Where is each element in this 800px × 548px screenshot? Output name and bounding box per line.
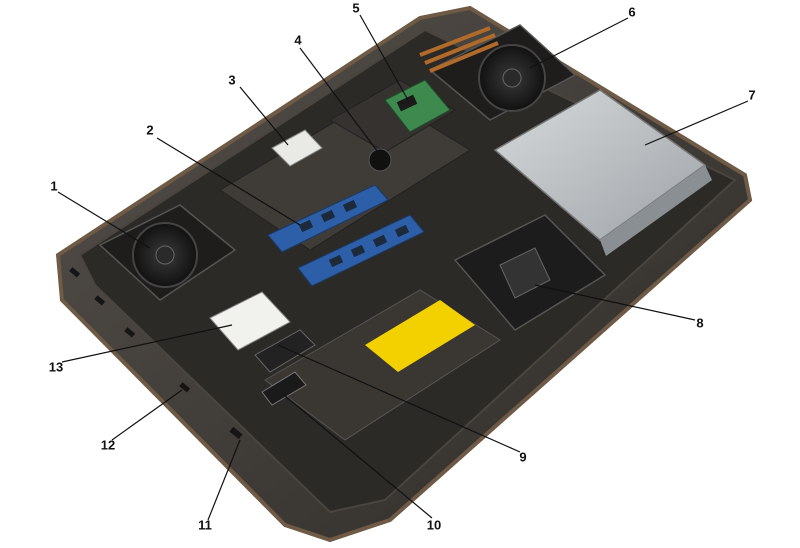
callout-number-4: 4: [294, 32, 302, 48]
callout-number-10: 10: [426, 517, 442, 533]
callout-number-6: 6: [628, 4, 636, 20]
right-fan: [428, 24, 577, 121]
callout-number-8: 8: [696, 315, 704, 331]
leader-line-13: [61, 324, 233, 363]
leader-line-4: [299, 47, 379, 153]
optical-drive: [493, 89, 712, 256]
callout-number-7: 7: [748, 87, 756, 103]
leader-line-9: [277, 344, 521, 453]
wlan-card: [271, 129, 323, 167]
callout-number-9: 9: [519, 449, 527, 465]
leader-line-5: [359, 14, 409, 101]
pcb-card: [384, 79, 451, 133]
callout-number-13: 13: [48, 359, 64, 375]
heat-pipes: [419, 26, 499, 73]
memory-modules: [267, 184, 425, 287]
side-ports: [69, 267, 243, 440]
leader-line-6: [529, 17, 629, 69]
leader-line-7: [644, 100, 749, 146]
leader-line-11: [207, 439, 241, 521]
callout-number-11: 11: [198, 517, 212, 533]
leader-line-1: [57, 191, 151, 249]
leader-line-2: [156, 137, 301, 226]
wwan-card: [209, 291, 291, 351]
latch-area: [254, 329, 316, 406]
callout-number-12: 12: [100, 437, 116, 453]
coin-cell: [368, 148, 392, 172]
leader-line-3: [239, 86, 289, 146]
callout-number-1: 1: [50, 178, 58, 194]
leader-lines: [57, 14, 749, 521]
callout-number-3: 3: [228, 72, 236, 88]
left-fan: [98, 204, 237, 301]
battery: [264, 289, 501, 441]
leader-line-10: [283, 394, 433, 519]
leader-line-12: [111, 389, 183, 441]
leader-line-8: [534, 284, 696, 321]
callout-number-2: 2: [146, 122, 154, 138]
callout-number-5: 5: [352, 0, 360, 16]
